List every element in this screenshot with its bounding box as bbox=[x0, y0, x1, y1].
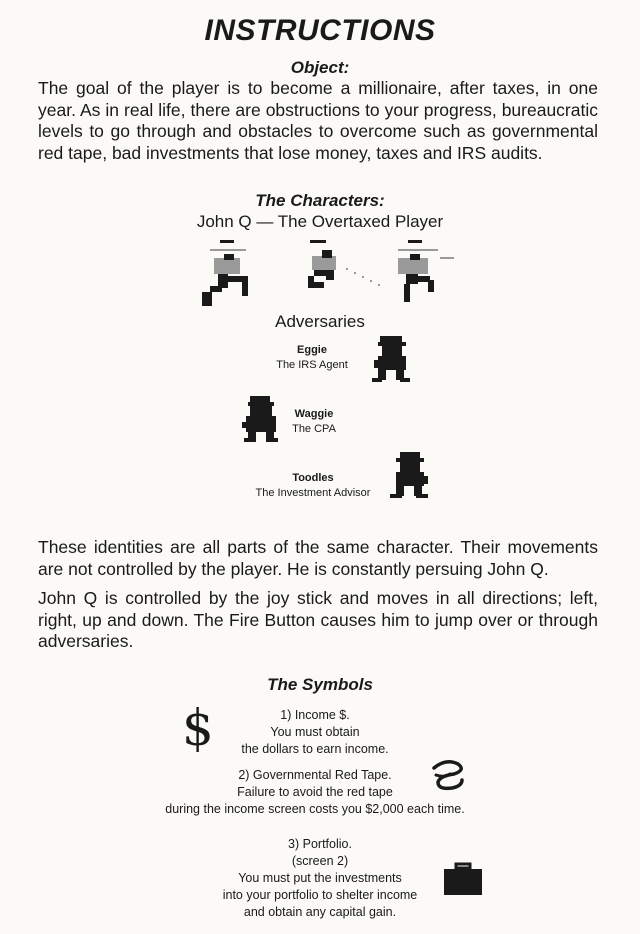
briefcase-icon bbox=[444, 862, 482, 895]
adversary-toodles: Toodles The Investment Advisor bbox=[236, 471, 390, 501]
object-text: The goal of the player is to become a mi… bbox=[38, 78, 598, 163]
adversary-role: The CPA bbox=[292, 423, 336, 435]
waggie-sprite-icon bbox=[242, 396, 278, 442]
adversary-waggie: Waggie The CPA bbox=[278, 407, 350, 437]
symbol-portfolio: 3) Portfolio. (screen 2) You must put th… bbox=[190, 836, 450, 921]
red-tape-icon bbox=[432, 760, 464, 791]
symbol-line: and obtain any capital gain. bbox=[243, 905, 397, 919]
symbols-heading: The Symbols bbox=[267, 675, 373, 694]
adversary-role: The Investment Advisor bbox=[255, 487, 371, 499]
symbol-title: 3) Portfolio. bbox=[288, 837, 352, 851]
page-title: INSTRUCTIONS bbox=[204, 14, 436, 47]
dollar-sign-icon: $ bbox=[182, 699, 214, 757]
adversary-name: Toodles bbox=[292, 472, 334, 484]
symbol-line: during the income screen costs you $2,00… bbox=[165, 802, 465, 816]
symbol-line: the dollars to earn income. bbox=[241, 742, 389, 756]
adversary-eggie: Eggie The IRS Agent bbox=[262, 343, 362, 373]
symbol-income: 1) Income $. You must obtain the dollars… bbox=[215, 707, 415, 758]
adversary-name: Waggie bbox=[294, 408, 334, 420]
adversary-role: The IRS Agent bbox=[276, 359, 348, 371]
john-q-sprite-run-icon bbox=[202, 240, 248, 306]
john-q-sprite-stride-icon bbox=[398, 240, 454, 302]
identities-paragraph: These identities are all parts of the sa… bbox=[38, 537, 598, 579]
object-heading: Object: bbox=[290, 58, 350, 77]
symbol-line: into your portfolio to shelter income bbox=[222, 888, 418, 902]
symbol-line: You must obtain bbox=[270, 725, 360, 739]
toodles-sprite-icon bbox=[390, 452, 428, 498]
characters-heading: The Characters: bbox=[255, 191, 385, 210]
symbol-line: Failure to avoid the red tape bbox=[237, 785, 393, 799]
symbol-red-tape: 2) Governmental Red Tape. Failure to avo… bbox=[130, 767, 500, 818]
john-q-sprite-jump-icon bbox=[308, 240, 380, 288]
symbol-subtitle: (screen 2) bbox=[291, 854, 349, 868]
symbol-title: 1) Income $. bbox=[280, 708, 350, 722]
controls-paragraph: John Q is controlled by the joy stick an… bbox=[38, 588, 598, 651]
symbol-title: 2) Governmental Red Tape. bbox=[238, 768, 392, 782]
player-caption: John Q — The Overtaxed Player bbox=[196, 212, 444, 231]
symbol-line: You must put the investments bbox=[238, 871, 402, 885]
adversaries-heading: Adversaries bbox=[275, 312, 365, 331]
adversary-name: Eggie bbox=[297, 344, 327, 356]
eggie-sprite-icon bbox=[372, 336, 410, 382]
